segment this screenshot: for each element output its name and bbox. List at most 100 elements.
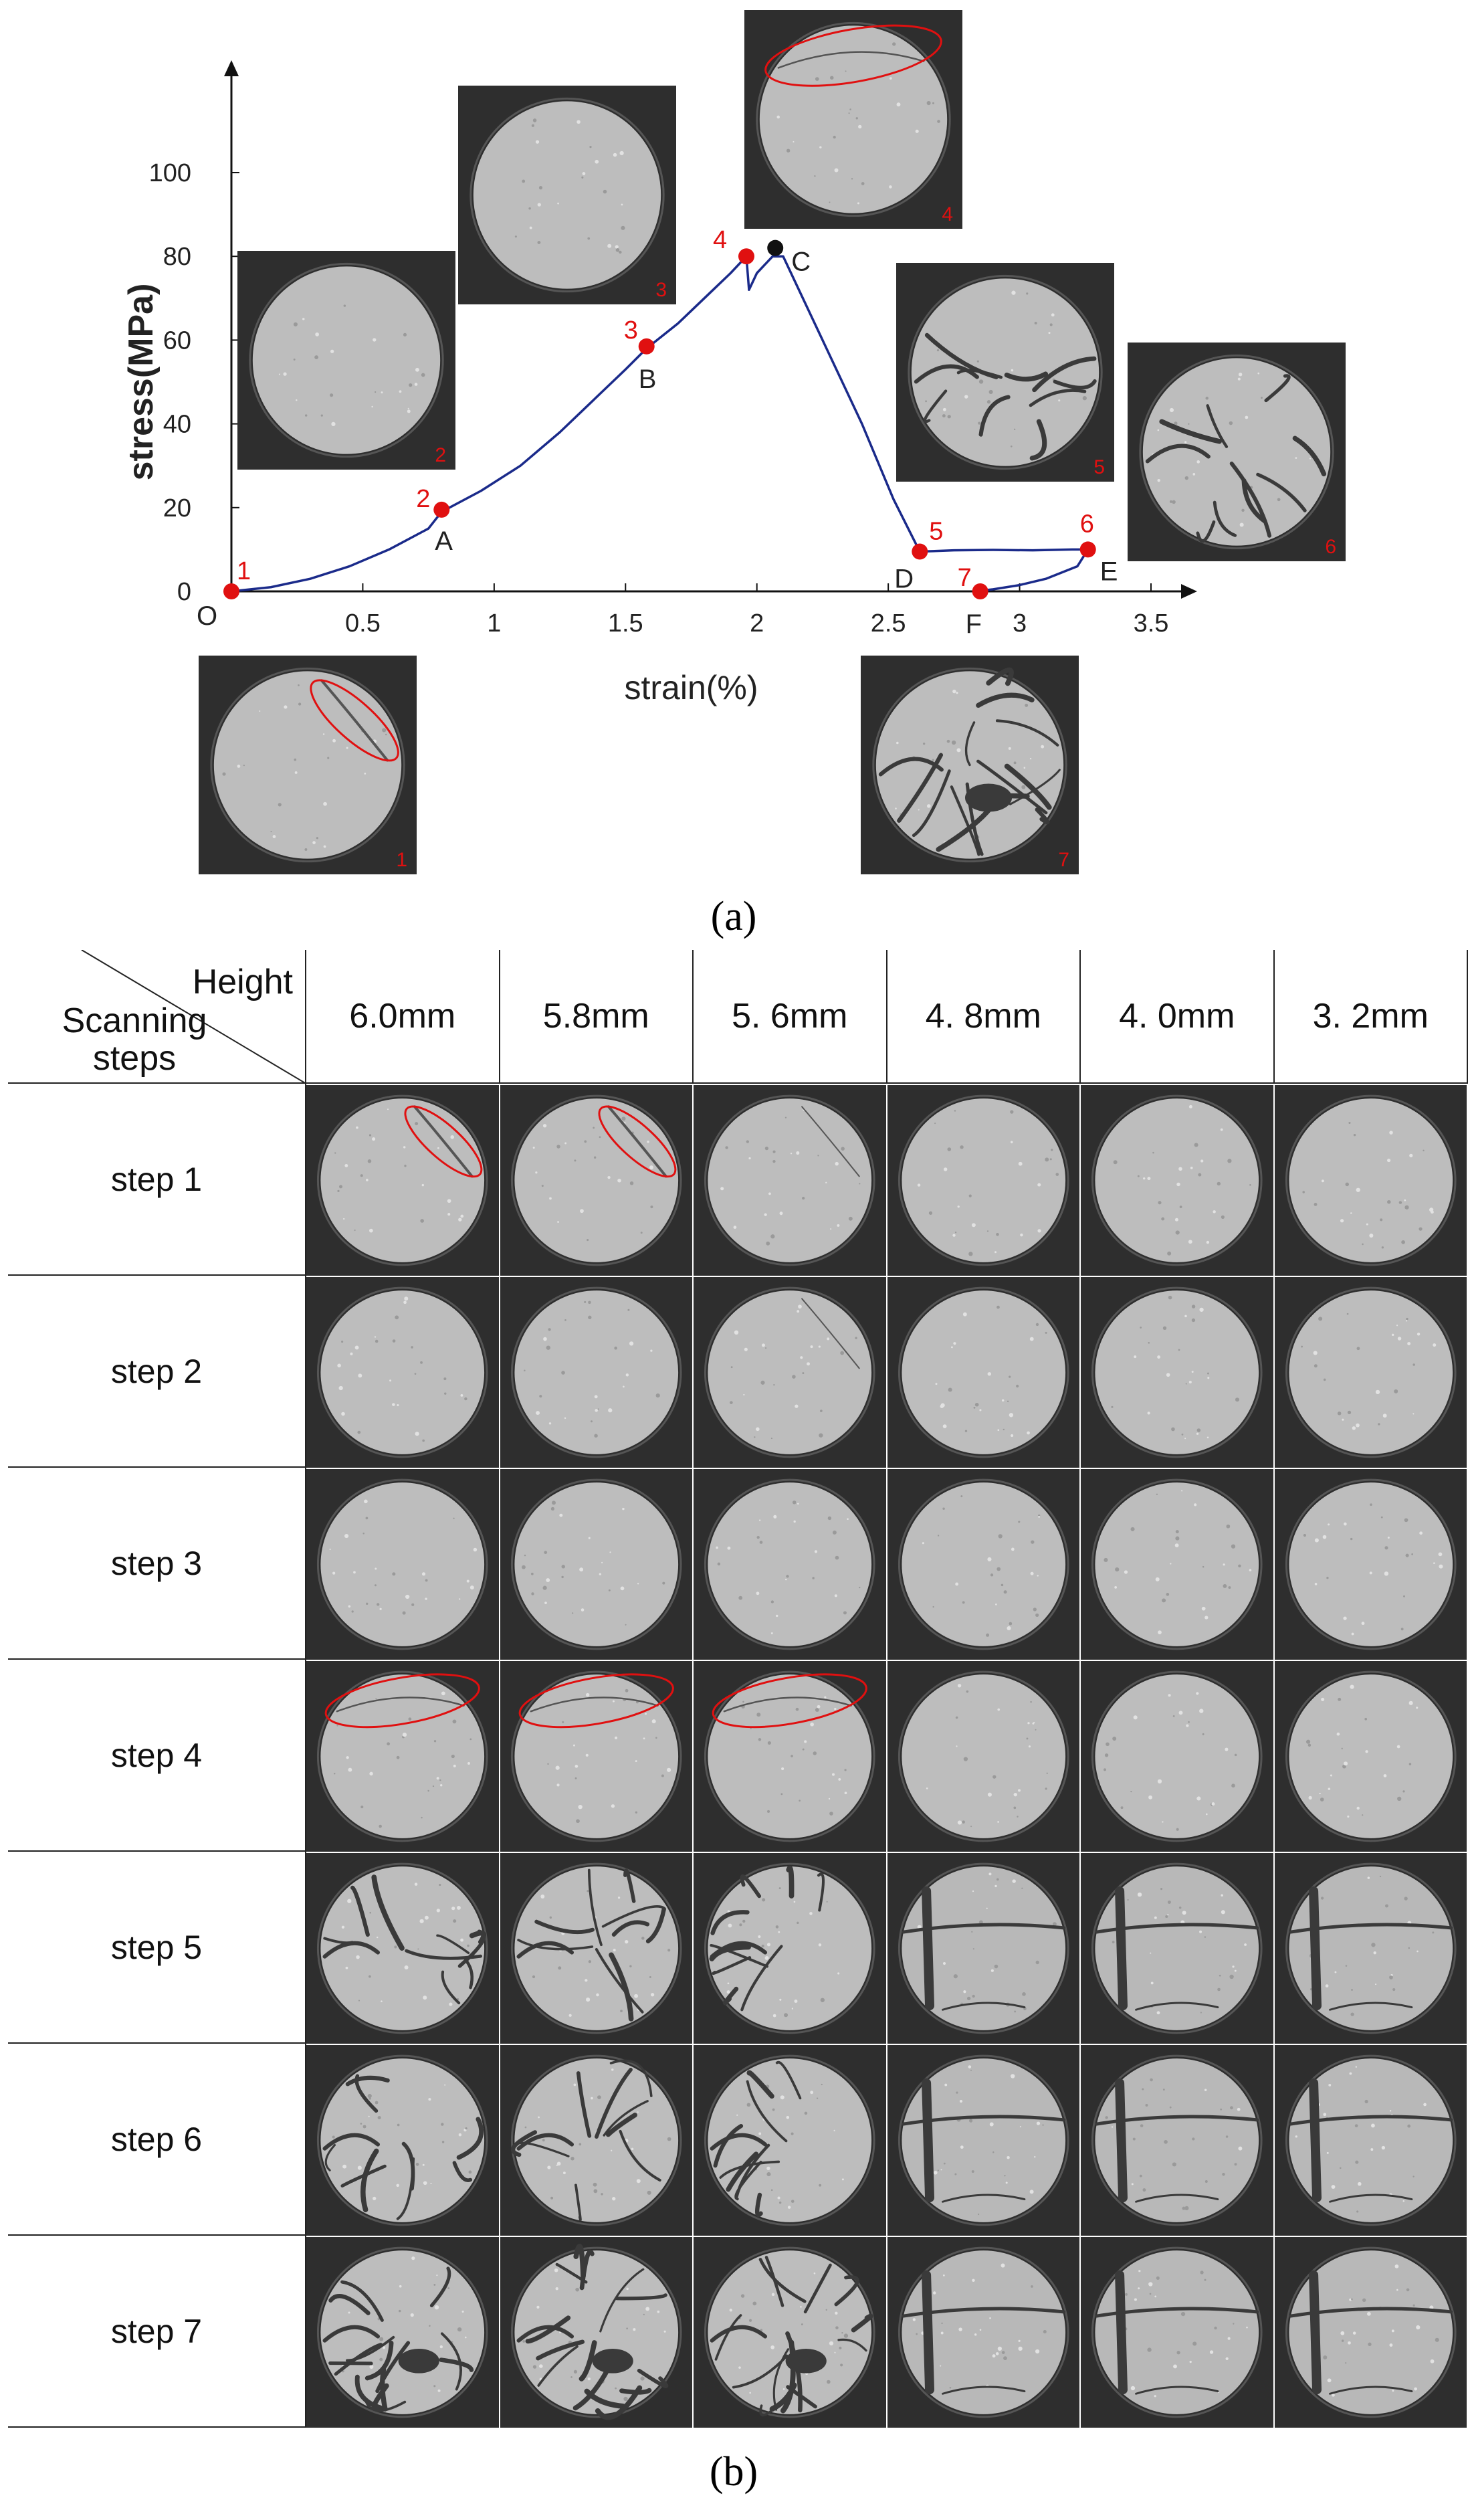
grain: [1383, 1774, 1386, 1777]
grain: [915, 2333, 918, 2335]
ct-slice-svg: [887, 1277, 1079, 1468]
grain: [294, 758, 297, 761]
grain: [814, 175, 816, 177]
sample-disc: [901, 1674, 1065, 1838]
grain: [777, 2196, 780, 2200]
grain: [588, 1960, 591, 1963]
grain: [847, 1518, 849, 1521]
grain: [955, 1745, 958, 1747]
grain: [942, 1424, 947, 1429]
sample-disc: [320, 2250, 485, 2414]
grain: [607, 1408, 612, 1413]
crack: [607, 1105, 667, 1178]
grain: [1214, 2326, 1217, 2330]
grain: [468, 2170, 472, 2174]
grain: [657, 2310, 659, 2313]
crack: [1004, 763, 1052, 810]
crack: [775, 2060, 802, 2100]
grain: [629, 1965, 632, 1967]
grain: [631, 2147, 633, 2151]
crack: [587, 1868, 603, 1947]
grain: [1408, 1763, 1411, 1765]
grain: [554, 2268, 558, 2272]
grain: [1199, 1709, 1204, 1713]
grain: [392, 1339, 396, 1343]
grain: [1150, 1952, 1152, 1954]
grain: [1167, 1914, 1169, 1916]
grain: [1230, 2106, 1233, 2110]
grain: [932, 102, 934, 104]
grain: [530, 1572, 534, 1575]
grain: [940, 2331, 944, 2335]
grain: [835, 1555, 839, 1560]
crack: [413, 1105, 474, 1178]
grain: [439, 1779, 441, 1781]
grain: [576, 120, 581, 124]
grain: [968, 1252, 973, 1256]
ct-inset-4: 4: [744, 10, 962, 229]
point-number: 1: [237, 557, 251, 585]
sample-disc: [708, 1674, 872, 1838]
crack: [734, 2143, 770, 2200]
grain: [828, 1798, 831, 1800]
grain: [815, 77, 819, 81]
grain: [1018, 1161, 1023, 1166]
grain: [1318, 1317, 1322, 1321]
grain: [1249, 1184, 1251, 1186]
grain: [1405, 1553, 1409, 1557]
grain: [1245, 415, 1249, 419]
grain: [1402, 1595, 1405, 1597]
grain: [645, 2307, 649, 2311]
grain: [1006, 1626, 1011, 1630]
crack: [534, 1919, 595, 1935]
grain: [996, 1567, 1001, 1571]
crack: [710, 2133, 768, 2151]
crack: [371, 1874, 405, 1951]
grain: [379, 2337, 384, 2341]
crack: [579, 2249, 595, 2291]
grain: [560, 1371, 565, 1375]
sample-rim: [898, 1286, 1069, 1458]
grain: [1191, 1318, 1196, 1323]
grain: [572, 1744, 575, 1747]
grain: [912, 2318, 916, 2321]
grain: [561, 1721, 564, 1723]
grain: [1008, 747, 1011, 750]
grain: [790, 1153, 793, 1155]
grain: [1021, 785, 1026, 789]
grain: [1037, 1229, 1041, 1233]
grain: [573, 2369, 577, 2373]
grain: [373, 338, 377, 342]
grain: [1432, 1343, 1436, 1347]
grain: [1350, 1989, 1353, 1991]
grain: [820, 1998, 825, 2002]
grain: [1277, 498, 1281, 502]
grain: [1349, 2072, 1352, 2075]
grain: [1244, 1943, 1247, 1946]
ct-slice-image: [1081, 1085, 1273, 1276]
grain: [1370, 2148, 1373, 2151]
crack: [1308, 1886, 1322, 2011]
grain: [1113, 1160, 1118, 1165]
ct-slice-svg: [694, 2045, 886, 2236]
grain: [347, 1899, 352, 1903]
grain: [643, 1737, 645, 1740]
grain: [812, 1577, 815, 1579]
scanning-step-label: step 7: [8, 2236, 306, 2428]
sample-disc: [1095, 1482, 1259, 1646]
grain: [832, 1530, 837, 1535]
grain: [1149, 2293, 1152, 2295]
grain: [1016, 1816, 1019, 1818]
grain: [613, 1949, 616, 1952]
crack: [1264, 374, 1291, 403]
grain: [532, 2365, 536, 2369]
grain: [621, 225, 625, 230]
sample-rim: [510, 1286, 682, 1458]
sample-disc: [514, 1482, 678, 1646]
grain: [1220, 2108, 1223, 2111]
grain: [575, 1819, 580, 1824]
grain: [1352, 1426, 1356, 1430]
grain: [1374, 1983, 1376, 1985]
grain: [329, 1548, 331, 1551]
grain: [1041, 745, 1045, 749]
